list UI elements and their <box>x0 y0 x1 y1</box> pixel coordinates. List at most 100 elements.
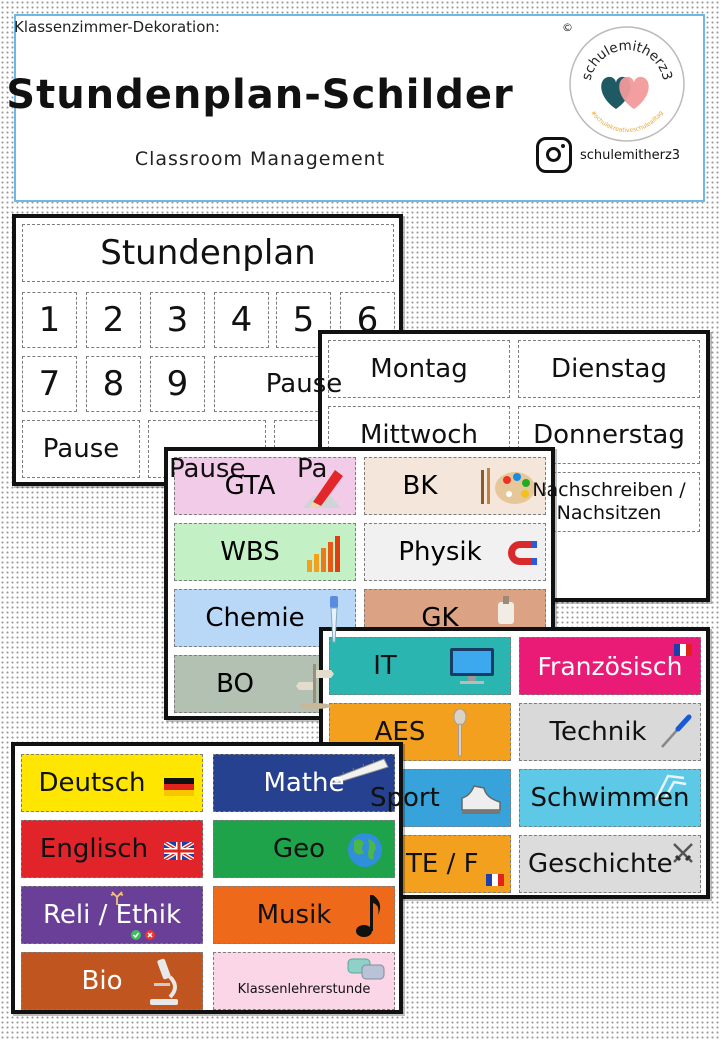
card-label: Montag <box>370 354 468 384</box>
pause-card: Pause <box>22 420 140 478</box>
subject-card-it: IT <box>329 637 511 695</box>
subject-card-schwimmen: Schwimmen <box>519 769 701 827</box>
ruler-icon <box>331 758 389 783</box>
number-card: 9 <box>150 356 205 412</box>
instagram-icon <box>536 137 572 173</box>
card-label: Klassenlehrerstunde <box>237 981 371 997</box>
card-label: Bio <box>81 966 123 996</box>
card-label: Mathe <box>263 768 345 798</box>
subjects-sheet-c: Deutsch Mathe Englisch Geo Reli / Ethik <box>11 742 403 1014</box>
card-label: 7 <box>38 364 61 404</box>
card-label: Deutsch <box>38 768 146 798</box>
france-flag-icon <box>486 874 504 886</box>
card-label-line2: Nachsitzen <box>556 502 662 524</box>
card-label: AES <box>374 717 426 747</box>
germany-flag-icon <box>164 778 194 796</box>
pool-ladder-icon <box>654 774 687 801</box>
card-label: Donnerstag <box>533 420 685 450</box>
card-label: 2 <box>102 300 125 340</box>
card-label: Schwimmen <box>530 783 690 813</box>
instagram-handle: schulemitherz3 <box>580 148 681 163</box>
card-label: 8 <box>102 364 125 404</box>
paragraph-icon <box>498 596 514 624</box>
card-label: Chemie <box>205 603 305 633</box>
card-label: GK <box>421 603 459 633</box>
pause-card-partial: Pause <box>148 420 266 482</box>
card-label: Pause <box>169 454 246 484</box>
subject-card-chemie: Chemie <box>174 589 356 647</box>
header-kicker: Klassenzimmer-Dekoration: <box>14 18 220 36</box>
weekday-card-montag: Montag <box>328 340 510 398</box>
card-label: Pause <box>265 369 343 399</box>
pause-card: Pause <box>214 356 394 412</box>
france-flag-icon <box>674 644 692 656</box>
card-label: Musik <box>256 900 332 930</box>
card-label: 3 <box>166 300 189 340</box>
card-label: IT <box>373 651 397 681</box>
bar-chart-icon <box>307 536 340 572</box>
card-label: 4 <box>230 300 253 340</box>
card-label: Geschichte <box>528 849 673 879</box>
subject-card-geo: Geo <box>213 820 395 878</box>
subject-card-wbs: WBS <box>174 523 356 581</box>
screwdriver-icon <box>661 714 692 748</box>
subject-card-mathe: Mathe <box>213 754 395 812</box>
card-label: Dienstag <box>551 354 667 384</box>
pencil-icon <box>303 470 343 508</box>
subject-card-bio: Bio <box>21 952 203 1010</box>
subject-card-deutsch: Deutsch <box>21 754 203 812</box>
card-label: Reli / Ethik <box>42 900 181 930</box>
spoon-icon <box>453 708 467 757</box>
magnet-icon <box>508 541 537 565</box>
card-label: Stundenplan <box>100 233 316 273</box>
subject-card-reli-ethik: Reli / Ethik <box>21 886 203 944</box>
subject-card-musik: Musik <box>213 886 395 944</box>
check-cross-icon <box>131 930 155 940</box>
pipette-icon <box>330 596 338 643</box>
card-label: Englisch <box>39 834 149 864</box>
subject-card-technik: Technik <box>519 703 701 761</box>
page-title: Stundenplan-Schilder <box>6 72 514 118</box>
schulemitherz-logo: schulemitherz3 #schulekreativeschuleallt… <box>569 26 685 142</box>
card-label: Mittwoch <box>360 420 478 450</box>
subject-card-franzoesisch: Französisch <box>519 637 701 695</box>
page-subtitle: Classroom Management <box>134 148 386 170</box>
subject-card-physik: Physik <box>364 523 546 581</box>
card-label: 5 <box>292 300 315 340</box>
card-label: 6 <box>356 300 379 340</box>
card-label: BO <box>216 669 254 699</box>
number-card: 7 <box>22 356 77 412</box>
speech-bubbles-icon <box>347 958 385 980</box>
card-label: TE / F <box>406 849 479 879</box>
crossed-swords-icon <box>673 843 693 863</box>
card-label-line1: Nachschreiben / <box>532 479 686 502</box>
card-label: Geo <box>272 834 326 864</box>
subject-card-bk: BK <box>364 457 546 515</box>
subject-card-bo: BO <box>174 655 356 713</box>
microscope-icon <box>150 958 178 1005</box>
weekday-card-dienstag: Dienstag <box>518 340 700 398</box>
card-label: 9 <box>166 364 189 404</box>
number-card: 1 <box>22 292 77 348</box>
subject-card-englisch: Englisch <box>21 820 203 878</box>
card-label: Französisch <box>537 651 683 681</box>
number-card: 3 <box>150 292 205 348</box>
card-label: 1 <box>38 300 61 340</box>
copyright-symbol: © <box>562 21 573 34</box>
subjects-sheet-b: IT Französisch AES Technik Sport <box>319 627 710 899</box>
subject-card-gta: GTA <box>174 457 356 515</box>
card-label: GTA <box>224 471 276 501</box>
card-label: Pa <box>297 454 328 484</box>
card-label: WBS <box>220 537 280 567</box>
antler-icon <box>110 891 124 905</box>
uk-flag-icon <box>164 842 194 860</box>
card-label: Pause <box>42 434 120 464</box>
music-note-icon <box>356 895 381 937</box>
card-label: Sport <box>370 783 440 813</box>
subject-card-klassenlehrerstunde: Klassenlehrerstunde <box>213 952 395 1010</box>
globe-icon <box>348 833 382 867</box>
palette-icon <box>481 468 535 504</box>
sneaker-icon <box>461 785 501 814</box>
signpost-icon <box>296 664 334 709</box>
number-card: 2 <box>86 292 141 348</box>
